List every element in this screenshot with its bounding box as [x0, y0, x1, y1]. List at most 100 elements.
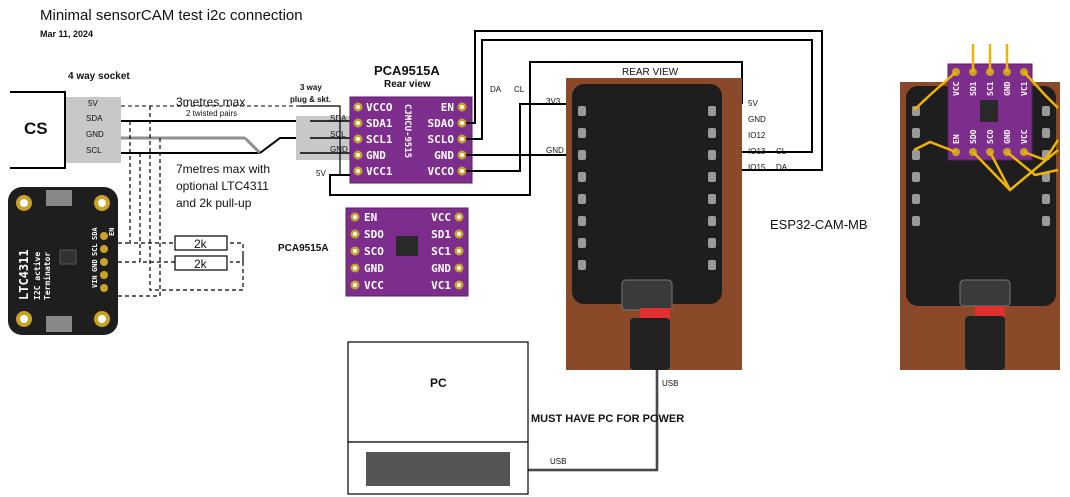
- pca-front-left-pin: SDO: [364, 228, 384, 241]
- pca-rear-right-pin: VCCO: [428, 165, 455, 178]
- pca-rear-right-pin: SDAO: [428, 117, 455, 130]
- esp32-cam-mb-photo: [566, 78, 742, 370]
- cable-long-label: and 2k pull-up: [176, 196, 252, 210]
- pca-rear-right-pin: GND: [434, 149, 454, 162]
- cable-long-label: 7metres max with: [176, 162, 271, 176]
- pca-front-right-pin: SD1: [431, 228, 451, 241]
- esp-pin-label: IO12: [748, 131, 766, 140]
- socket-pin-label: GND: [86, 130, 104, 139]
- pca-rear-left-pin: VCC1: [366, 165, 393, 178]
- pca-front-left-pin: SCO: [364, 245, 384, 258]
- pca-rear-chip-text: CJMCU-9515: [402, 104, 412, 158]
- pca9515a-rear-board: VCCO SDA1 SCL1 GND VCC1 EN SDAO SCLO GND…: [349, 96, 473, 184]
- ltc-pin: EN: [108, 228, 116, 236]
- pca-rear-left-pads: [353, 102, 363, 176]
- ltc-board-labels: LTC4311 I2C active Terminator SDA SCL GN…: [17, 227, 116, 300]
- ltc4311-board: [8, 187, 118, 335]
- diagram-date: Mar 11, 2024: [40, 29, 94, 39]
- esp-pin-tag: DA: [776, 163, 788, 172]
- pca-rear-heading: PCA9515A: [374, 63, 440, 78]
- pca-rear-right-pads: [457, 102, 467, 176]
- photo-bottom-pin: EN: [952, 134, 961, 144]
- pca-rear-right-pin: SCLO: [428, 133, 455, 146]
- pca-rear-left-pin: GND: [366, 149, 386, 162]
- ltc-pin: SCL: [91, 243, 99, 256]
- photo-top-pin: VC1: [1020, 81, 1029, 96]
- photo-bottom-pin: VCC: [1020, 129, 1029, 144]
- plug-heading: plug & skt.: [290, 95, 331, 104]
- esp32-with-pca-photo: [900, 44, 1060, 370]
- socket-pin-label: SDA: [86, 114, 103, 123]
- wire-label-3v3: 3V3: [546, 97, 561, 106]
- esp-pin-label: IO15: [748, 163, 766, 172]
- optional-terminator-wiring: [100, 106, 244, 297]
- ltc-pin: SDA: [91, 227, 99, 240]
- ltc-board-subtitle: Terminator: [42, 252, 52, 300]
- photo-bottom-pin: SCO: [986, 129, 995, 144]
- photo-top-pin: SC1: [986, 81, 995, 96]
- pca-rear-left-pin: SDA1: [366, 117, 393, 130]
- resistor-1: [174, 235, 228, 251]
- esp-usb-label: USB: [662, 379, 679, 388]
- esp-pin-tag: CL: [776, 147, 787, 156]
- pca-front-right-pin: SC1: [431, 245, 451, 258]
- wire-label-gnd: GND: [546, 146, 564, 155]
- pca-front-left-pin: VCC: [364, 279, 384, 292]
- photo-top-pin: VCC: [952, 81, 961, 96]
- pca-front-left-pin: GND: [364, 262, 384, 275]
- pca-rear-left-pin: SCL1: [366, 133, 393, 146]
- resistor-2: [174, 255, 228, 271]
- plug-pin-label: SCL: [330, 130, 346, 139]
- ltc-board-name: LTC4311: [17, 249, 31, 300]
- socket-pin-label: SCL: [86, 146, 102, 155]
- pca-front-left-pin: EN: [364, 211, 377, 224]
- resistor-label: 2k: [194, 237, 207, 251]
- pca-to-esp-wires: [329, 30, 823, 196]
- pca-front-caption: PCA9515A: [278, 243, 329, 254]
- pca-rear-right-pin: EN: [441, 101, 454, 114]
- pca-front-right-pin: VC1: [431, 279, 451, 292]
- esp-name: ESP32-CAM-MB: [770, 217, 868, 232]
- keyboard-graphic: [366, 452, 510, 486]
- cable-pairs-label: 2 twisted pairs: [186, 109, 238, 118]
- ltc-board-subtitle: I2C active: [32, 252, 42, 300]
- photo-bottom-pin: GND: [1003, 129, 1012, 144]
- diagram-title: Minimal sensorCAM test i2c connection: [40, 7, 303, 24]
- photo-yellow-wires: [913, 44, 1060, 192]
- pc-label: PC: [430, 376, 447, 390]
- pc-usb-label: USB: [550, 457, 567, 466]
- pca-rear-subheading: Rear view: [384, 79, 431, 90]
- pca9515a-front-board: EN SDO SCO GND VCC VCC SD1 SC1 GND VC1: [345, 207, 469, 297]
- photo-top-pin: SD1: [969, 81, 978, 96]
- pc-power-note: MUST HAVE PC FOR POWER: [531, 413, 685, 425]
- ltc-pin: VIN: [91, 275, 99, 288]
- socket-pin-label: 5V: [88, 99, 98, 108]
- pca-front-right-pin: GND: [431, 262, 451, 275]
- wire-label-cl: CL: [514, 85, 525, 94]
- cable-short-label: 3metres max: [176, 95, 246, 109]
- pullup-resistors: [174, 235, 228, 271]
- socket-4way: [10, 91, 121, 169]
- plug-heading: 3 way: [300, 83, 322, 92]
- photo-pin-labels: VCC SD1 SC1 GND VC1 EN SDO SCO GND VCC: [952, 81, 1029, 144]
- pca-front-right-pin: VCC: [431, 211, 451, 224]
- plug-pin-label: GND: [330, 145, 348, 154]
- photo-bottom-pin: SDO: [969, 129, 978, 144]
- socket-heading: 4 way socket: [68, 71, 130, 82]
- resistor-label: 2k: [194, 257, 207, 271]
- plug-vcc-label: 5V: [316, 169, 326, 178]
- plug-3way: [296, 105, 354, 176]
- usb-cables: [528, 370, 659, 472]
- esp-pin-label: IO13: [748, 147, 766, 156]
- cable-long-label: optional LTC4311: [176, 179, 269, 193]
- plug-pin-label: SDA: [330, 114, 347, 123]
- wire-label-da: DA: [490, 85, 502, 94]
- esp-pin-label: GND: [748, 115, 766, 124]
- ltc-pin: GND: [91, 259, 99, 272]
- socket-wires: [121, 105, 310, 155]
- esp-pin-label: 5V: [748, 99, 758, 108]
- pca-rear-left-pin: VCCO: [366, 101, 393, 114]
- pc-box: [347, 341, 529, 495]
- cs-device-label: CS: [24, 119, 48, 138]
